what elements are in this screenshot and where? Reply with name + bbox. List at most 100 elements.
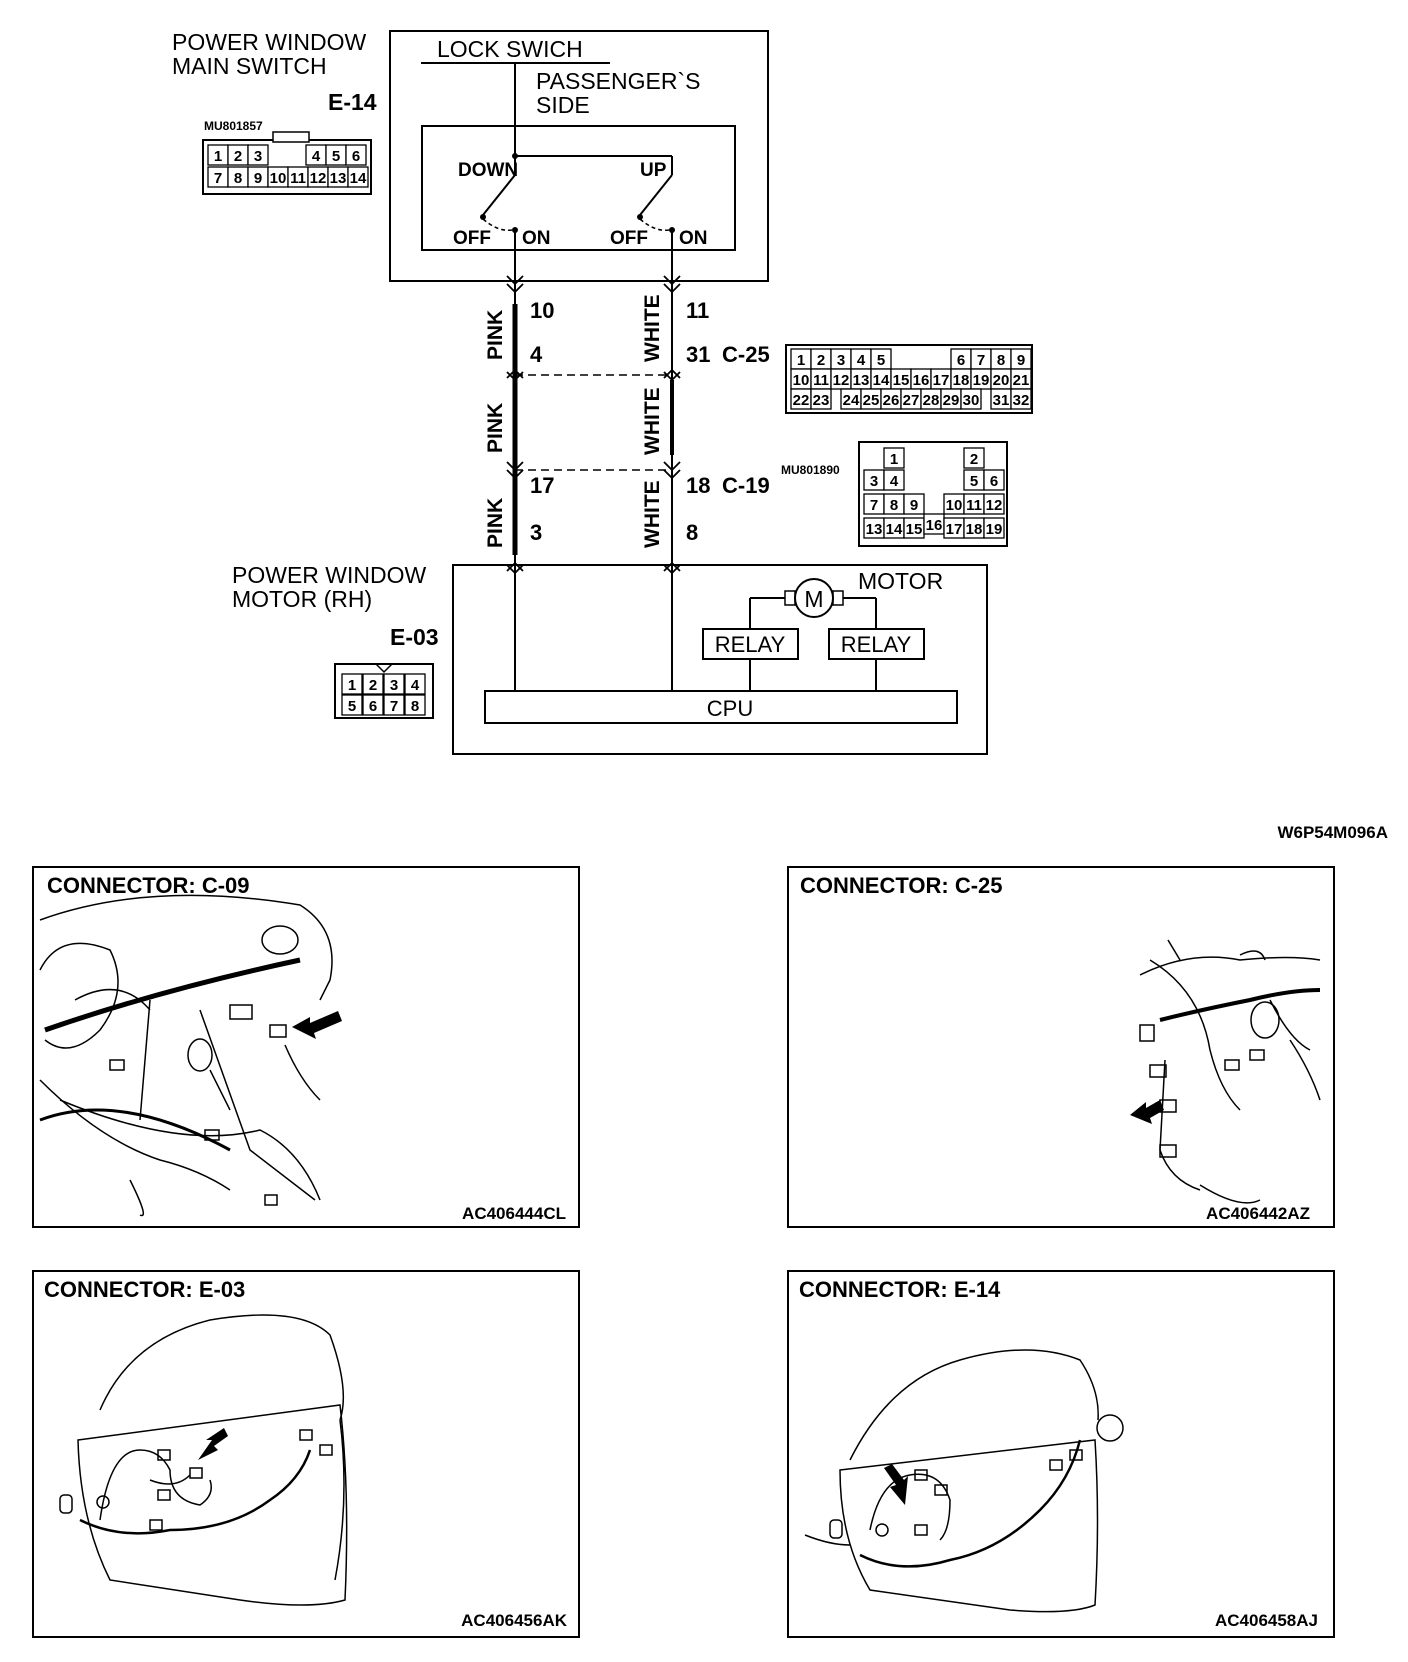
c19-pin-7: 7 — [863, 493, 885, 515]
svg-text:1: 1 — [348, 677, 356, 694]
panel-e03-title: CONNECTOR: E-03 — [44, 1277, 245, 1302]
e03-pin-6: 6 — [362, 694, 384, 716]
svg-text:7: 7 — [870, 497, 878, 514]
c25-pin-25: 25 — [860, 388, 882, 410]
svg-text:15: 15 — [893, 372, 910, 389]
svg-text:15: 15 — [906, 521, 923, 538]
e14-pin-12: 12 — [307, 166, 329, 188]
svg-text:10: 10 — [270, 170, 287, 187]
c19-pin-11: 11 — [963, 493, 985, 515]
c19-pin-12: 12 — [983, 493, 1005, 515]
svg-text:11: 11 — [813, 372, 829, 389]
c19-pin-6: 6 — [983, 469, 1005, 491]
svg-text:12: 12 — [833, 372, 850, 389]
side-label-2: SIDE — [536, 92, 590, 118]
svg-text:12: 12 — [986, 497, 1003, 514]
main-switch-title-1: POWER WINDOW — [172, 29, 366, 55]
door-illustration-left — [59, 1314, 348, 1606]
on-label-right: ON — [679, 228, 708, 249]
c19-pin-18: 18 — [963, 517, 985, 539]
c25-pin-12: 12 — [830, 368, 852, 390]
svg-text:14: 14 — [873, 372, 890, 389]
svg-text:10: 10 — [946, 497, 963, 514]
svg-text:5: 5 — [332, 148, 340, 165]
svg-text:8: 8 — [411, 698, 419, 715]
svg-text:24: 24 — [843, 392, 860, 409]
svg-text:21: 21 — [1013, 372, 1030, 389]
c25-pin-5: 5 — [870, 348, 892, 370]
svg-text:9: 9 — [1017, 352, 1025, 369]
svg-text:12: 12 — [310, 170, 327, 187]
c19-pin-14: 14 — [883, 517, 905, 539]
svg-text:29: 29 — [943, 392, 960, 409]
c25-pin-4: 4 — [850, 348, 872, 370]
pin-r2: 31 — [686, 342, 710, 367]
c25-pin-16: 16 — [910, 368, 932, 390]
svg-text:18: 18 — [953, 372, 970, 389]
off-label-left: OFF — [453, 228, 491, 249]
pink-label-2: PINK — [484, 403, 507, 453]
svg-text:6: 6 — [369, 698, 377, 715]
c25-pin-24: 24 — [840, 388, 862, 410]
c25-pin-22: 22 — [790, 388, 812, 410]
svg-text:7: 7 — [977, 352, 985, 369]
dashboard-side-illustration — [1139, 939, 1321, 1204]
main-switch-box — [389, 30, 769, 282]
c19-pin-3: 3 — [863, 469, 885, 491]
c19-pin-19: 19 — [983, 517, 1005, 539]
svg-text:14: 14 — [350, 170, 367, 187]
e14-pin-10: 10 — [267, 166, 289, 188]
panel-c25-code: AC406442AZ — [1206, 1204, 1310, 1223]
c19-pin-5: 5 — [963, 469, 985, 491]
c25-pin-29: 29 — [940, 388, 962, 410]
svg-text:2: 2 — [369, 677, 377, 694]
c25-pin-19: 19 — [970, 368, 992, 390]
svg-text:6: 6 — [352, 148, 360, 165]
c25-pin-3: 3 — [830, 348, 852, 370]
svg-text:16: 16 — [913, 372, 930, 389]
main-switch-part-no: MU801857 — [204, 119, 263, 133]
svg-text:30: 30 — [963, 392, 980, 409]
svg-text:17: 17 — [946, 521, 963, 538]
svg-text:18: 18 — [966, 521, 983, 538]
up-label: UP — [640, 160, 667, 181]
e03-pin-7: 7 — [383, 694, 405, 716]
relay-box-1 — [702, 628, 799, 660]
svg-text:9: 9 — [910, 497, 918, 514]
c19-pin-10: 10 — [943, 493, 965, 515]
svg-text:17: 17 — [933, 372, 950, 389]
svg-text:6: 6 — [957, 352, 965, 369]
c25-pin-31: 31 — [990, 388, 1012, 410]
motor-symbol-letter: M — [804, 586, 823, 612]
svg-text:8: 8 — [890, 497, 898, 514]
svg-text:32: 32 — [1013, 392, 1030, 409]
on-label-left: ON — [522, 228, 551, 249]
down-label: DOWN — [458, 160, 518, 181]
main-switch-block: POWER WINDOW MAIN SWITCH E-14 MU801857 1… — [172, 29, 769, 282]
panel-e14: CONNECTOR: E-14 AC406458AJ — [787, 1270, 1335, 1638]
c19-pin-17: 17 — [943, 517, 965, 539]
e03-pin-2: 2 — [362, 673, 384, 695]
svg-text:26: 26 — [883, 392, 900, 409]
svg-text:7: 7 — [214, 170, 222, 187]
main-switch-title-2: MAIN SWITCH — [172, 53, 327, 79]
c19-pin-16: 16 — [923, 513, 945, 535]
c25-pin-18: 18 — [950, 368, 972, 390]
cpu-box — [484, 690, 958, 724]
svg-text:25: 25 — [863, 392, 880, 409]
e14-pin-9: 9 — [247, 166, 269, 188]
c25-pin-6: 6 — [950, 348, 972, 370]
svg-text:7: 7 — [390, 698, 398, 715]
panel-e14-title: CONNECTOR: E-14 — [799, 1277, 1001, 1302]
c25-pin-14: 14 — [870, 368, 892, 390]
e14-pin-14: 14 — [347, 166, 369, 188]
main-switch-code: E-14 — [328, 89, 377, 115]
c19-pin-13: 13 — [863, 517, 885, 539]
door-illustration-right — [804, 1349, 1124, 1613]
svg-text:13: 13 — [866, 521, 883, 538]
motor-label: MOTOR — [858, 568, 943, 594]
c25-pin-30: 30 — [960, 388, 982, 410]
c19-pin-2: 2 — [963, 447, 985, 469]
